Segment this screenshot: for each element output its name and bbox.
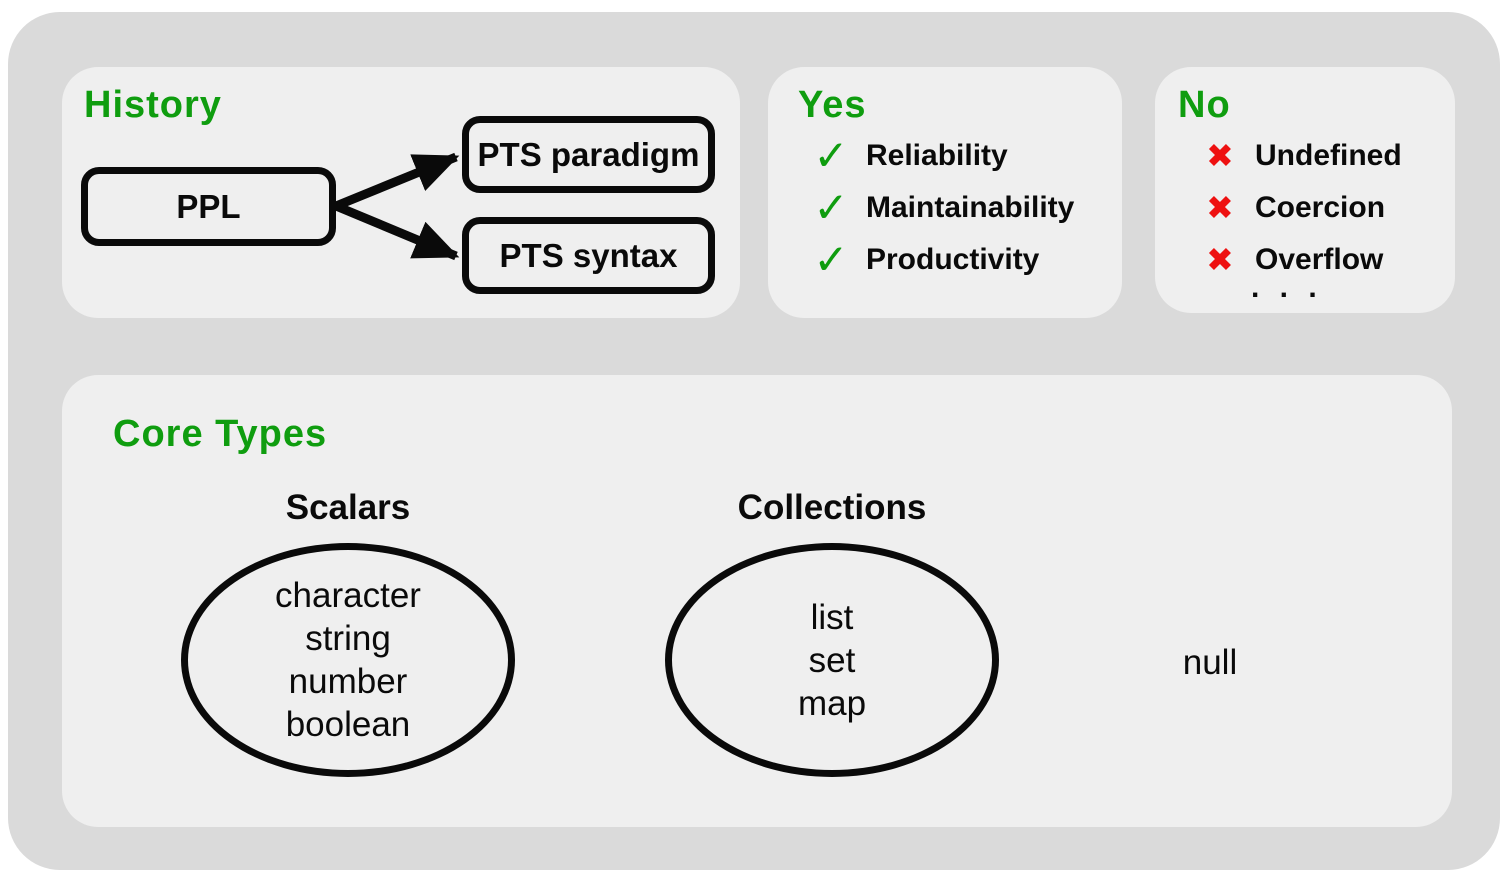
scalars-heading: Scalars (285, 488, 411, 527)
panel-no: No ✖ Undefined ✖ Coercion ✖ Overflow . .… (1155, 67, 1455, 313)
null-type-label: null (1182, 643, 1238, 682)
panel-yes: Yes ✓ Reliability ✓ Maintainability ✓ Pr… (768, 67, 1122, 318)
scalar-member: string (305, 619, 391, 658)
outer-container: History PPL PTS paradigm PTS syntax (8, 12, 1500, 870)
collections-heading: Collections (737, 488, 927, 527)
no-item: ✖ Coercion (1197, 185, 1385, 231)
node-ppl: PPL (81, 167, 336, 246)
node-pts-syntax: PTS syntax (462, 217, 715, 294)
yes-item: ✓ Productivity (808, 237, 1039, 283)
collection-member: list (810, 597, 854, 637)
check-icon: ✓ (813, 131, 849, 180)
scalar-member: number (288, 662, 408, 701)
scalars-ellipse: character string number boolean (181, 543, 515, 777)
flow-arrows (334, 152, 460, 261)
collections-ellipse: list set map (665, 543, 999, 777)
arrow-ppl-to-paradigm (334, 152, 460, 211)
node-ppl-label: PPL (176, 187, 241, 225)
no-item-label: Undefined (1255, 139, 1402, 172)
panel-core-types: Core Types Scalars character string numb… (62, 375, 1452, 827)
no-item: ✖ Overflow (1197, 237, 1383, 283)
yes-item-label: Productivity (866, 243, 1040, 276)
cross-icon: ✖ (1206, 188, 1234, 227)
cross-icon: ✖ (1206, 136, 1234, 175)
yes-item-label: Maintainability (866, 191, 1075, 224)
node-pts-syntax-label: PTS syntax (499, 236, 678, 274)
scalar-member: character (275, 576, 421, 615)
yes-item-label: Reliability (866, 139, 1008, 172)
no-title: No (1178, 84, 1231, 126)
yes-title: Yes (798, 84, 867, 126)
core-types-title: Core Types (113, 413, 328, 455)
yes-item: ✓ Reliability (808, 131, 1008, 180)
collection-member: set (808, 640, 856, 680)
no-item: ✖ Undefined (1197, 133, 1402, 179)
no-item-label: Coercion (1255, 191, 1386, 224)
node-pts-paradigm: PTS paradigm (462, 116, 715, 193)
yes-item: ✓ Maintainability (808, 185, 1074, 231)
cross-icon: ✖ (1206, 240, 1234, 279)
no-item-label: Overflow (1255, 243, 1384, 276)
check-icon: ✓ (813, 183, 849, 232)
scalar-member: boolean (285, 705, 411, 744)
panel-history: History PPL PTS paradigm PTS syntax (62, 67, 740, 318)
arrow-ppl-to-syntax (334, 201, 460, 261)
collection-member: map (797, 683, 867, 723)
no-more-items-ellipsis: . . . (1251, 271, 1323, 304)
check-icon: ✓ (813, 235, 849, 284)
node-pts-paradigm-label: PTS paradigm (477, 135, 700, 173)
history-title: History (84, 84, 222, 126)
